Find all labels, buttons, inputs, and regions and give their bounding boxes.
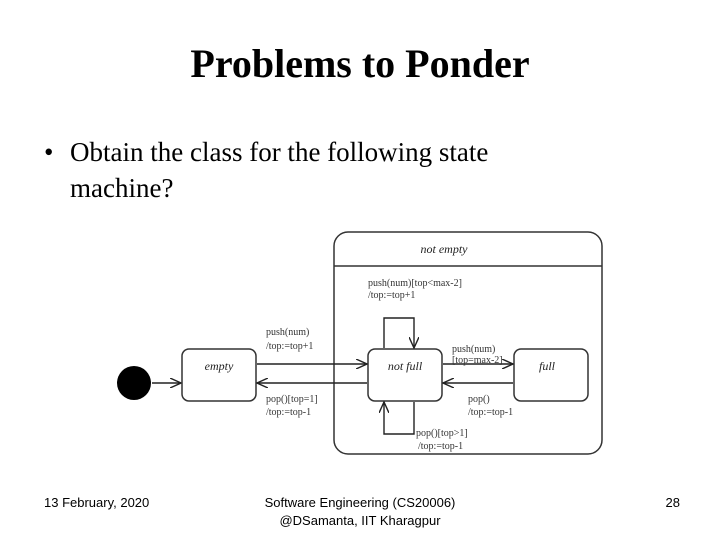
label-notfull-to-empty-event: pop()[top=1] — [266, 394, 318, 405]
footer-course-line1: Software Engineering (CS20006) — [264, 495, 456, 510]
footer-page-number: 28 — [665, 495, 680, 510]
bullet-symbol: • — [44, 137, 54, 167]
state-not-full — [367, 348, 443, 402]
footer-course: Software Engineering (CS20006) @DSamanta… — [200, 494, 520, 530]
label-empty-to-notfull-event: push(num) — [266, 327, 309, 338]
label-notfull-to-empty-action: /top:=top-1 — [266, 407, 311, 418]
bullet-item: • Obtain the class for the following stat… — [44, 134, 488, 170]
state-full — [513, 348, 589, 402]
bullet-text-line2: machine? — [70, 173, 174, 203]
superstate-not-empty — [333, 231, 603, 455]
label-self-push-event: push(num)[top<max-2] — [368, 278, 462, 289]
label-self-push-action: /top:=top+1 — [368, 290, 415, 301]
bullet-text-line1: Obtain the class for the following state — [70, 137, 489, 167]
state-empty-label: empty — [205, 359, 234, 373]
slide-title: Problems to Ponder — [190, 41, 530, 86]
label-self-pop-action: /top:=top-1 — [418, 441, 463, 452]
self-loop-push — [383, 317, 414, 348]
label-self-pop-event: pop()[top>1] — [416, 428, 468, 439]
label-notfull-to-full-guard: [top=max-2] — [452, 355, 503, 366]
state-full-label: full — [539, 359, 556, 373]
label-empty-to-notfull-action: /top:=top+1 — [266, 341, 313, 352]
initial-state-dot — [117, 366, 151, 400]
state-not-full-label: not full — [388, 359, 423, 373]
superstate-name: not empty — [421, 242, 469, 256]
label-full-to-notfull-event: pop() — [468, 394, 490, 405]
self-loop-pop — [384, 402, 415, 435]
label-notfull-to-full-event: push(num) — [452, 344, 495, 355]
label-full-to-notfull-action: /top:=top-1 — [468, 407, 513, 418]
state-empty — [181, 348, 257, 402]
footer-date: 13 February, 2020 — [44, 495, 150, 510]
footer-course-line2: @DSamanta, IIT Kharagpur — [279, 513, 441, 528]
